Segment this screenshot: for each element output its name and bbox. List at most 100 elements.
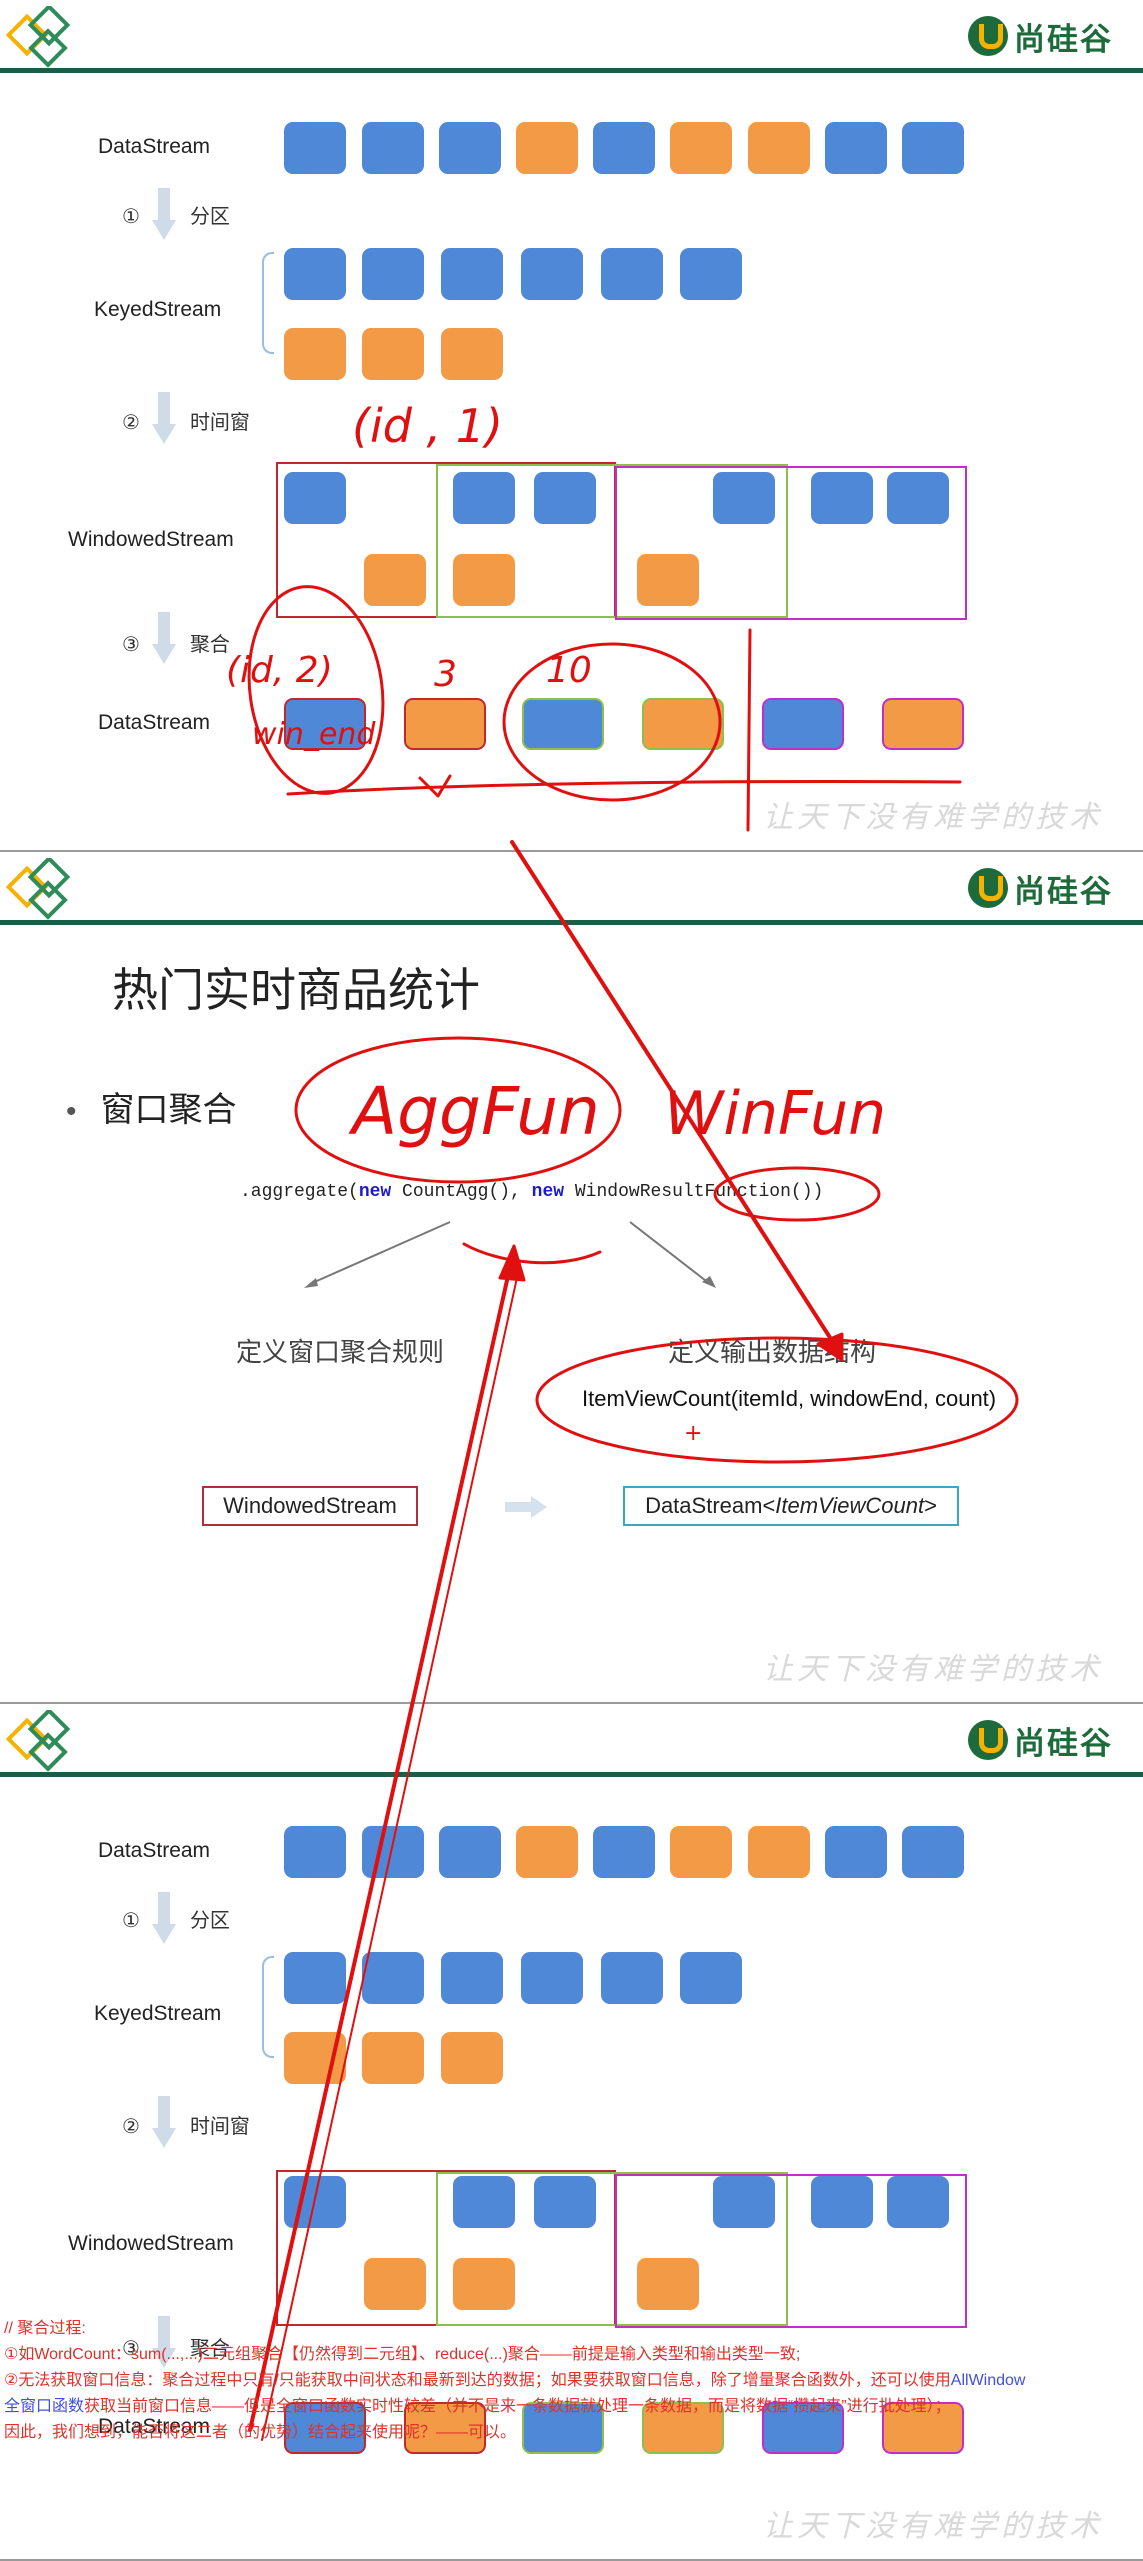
label-keyedstream: KeyedStream: [94, 2002, 222, 2025]
record-block: [887, 472, 949, 524]
record-block: [284, 328, 346, 380]
record-block: [284, 1826, 346, 1878]
record-block: [284, 472, 346, 524]
record-block: [680, 248, 742, 300]
header-divider: [0, 920, 1143, 925]
record-block: [713, 472, 775, 524]
windowedstream-box: WindowedStream: [202, 1486, 418, 1526]
record-block: [601, 1952, 663, 2004]
record-block: [284, 1952, 346, 2004]
result-block: [642, 698, 724, 750]
record-block: [362, 1952, 424, 2004]
record-block: [439, 1826, 501, 1878]
brand-badge-icon: [968, 1720, 1008, 1760]
record-block: [670, 1826, 732, 1878]
watermark: 让天下没有难学的技术: [763, 1652, 1103, 1687]
record-block: [441, 2032, 503, 2084]
label-datastream-result: DataStream: [98, 2415, 211, 2438]
slide-title: 热门实时商品统计: [112, 964, 480, 1016]
result-block: [522, 2402, 604, 2454]
watermark: 让天下没有难学的技术: [763, 2509, 1103, 2544]
record-block: [887, 2176, 949, 2228]
aggregate-code-line: .aggregate(new CountAgg(), new WindowRes…: [240, 1182, 824, 1202]
note-line-5: 因此，我们想到，能否将这二者（的优势）结合起来使用呢？——可以。: [4, 2424, 517, 2441]
record-block: [902, 122, 964, 174]
record-block: [825, 1826, 887, 1878]
brand-logo: 尚硅谷: [968, 14, 1113, 58]
result-block: [522, 698, 604, 750]
keyed-brace: [262, 252, 274, 354]
datastream-itemviewcount-box: DataStream<ItemViewCount>: [623, 1486, 959, 1526]
brand-name: 尚硅谷: [1014, 21, 1113, 58]
record-block: [362, 2032, 424, 2084]
record-block: [362, 248, 424, 300]
watermark: 让天下没有难学的技术: [763, 800, 1103, 835]
window-3: [615, 466, 967, 620]
note-line-4: 全窗口函数获取当前窗口信息——但是全窗口函数实时性较差（并不是来一条数据就处理一…: [4, 2398, 951, 2415]
record-block: [362, 1826, 424, 1878]
result-block: [762, 2402, 844, 2454]
label-datastream-top: DataStream: [98, 1839, 211, 1862]
record-block: [825, 122, 887, 174]
result-block: [762, 698, 844, 750]
logo-diamond-icon: [6, 858, 71, 920]
code-pointer-arrows: [304, 1221, 716, 1288]
note-line-2: ①如WordCount：sum(...,...)二元组聚合【仍然得到二元组】、r…: [4, 2346, 801, 2363]
record-block: [680, 1952, 742, 2004]
record-block: [362, 122, 424, 174]
record-block: [441, 1952, 503, 2004]
down-arrow-icon: [152, 1892, 176, 1946]
result-block: [882, 2402, 964, 2454]
brand-logo: 尚硅谷: [968, 1718, 1113, 1762]
brand-logo: 尚硅谷: [968, 866, 1113, 910]
itemviewcount-signature: ItemViewCount(itemId, windowEnd, count): [582, 1386, 997, 1411]
record-block: [713, 2176, 775, 2228]
record-block: [748, 122, 810, 174]
down-arrow-icon: [152, 612, 176, 666]
record-block: [811, 472, 873, 524]
keyed-brace: [262, 1956, 274, 2058]
aggregation-notes: // 聚合过程: ①如WordCount：sum(...,...)二元组聚合【仍…: [4, 2316, 1143, 2446]
down-arrow-icon: [152, 392, 176, 446]
record-block: [453, 472, 515, 524]
record-block: [601, 248, 663, 300]
header-divider: [0, 68, 1143, 73]
record-block: [453, 554, 515, 606]
record-block: [534, 472, 596, 524]
record-block: [811, 2176, 873, 2228]
brand-badge-icon: [968, 16, 1008, 56]
record-block: [534, 2176, 596, 2228]
result-block: [404, 698, 486, 750]
label-datastream-top: DataStream: [98, 135, 211, 158]
brand-name: 尚硅谷: [1014, 873, 1113, 910]
label-datastream-result: DataStream: [98, 711, 211, 734]
record-block: [516, 122, 578, 174]
desc-aggregate-rule: 定义窗口聚合规则: [236, 1337, 445, 1367]
record-block: [748, 1826, 810, 1878]
record-block: [637, 2258, 699, 2310]
record-block: [593, 1826, 655, 1878]
note-line-1: // 聚合过程:: [4, 2320, 86, 2337]
down-arrow-icon: [152, 2316, 176, 2370]
label-keyedstream: KeyedStream: [94, 298, 222, 321]
slide-header: 尚硅谷: [0, 1704, 1143, 1777]
record-block: [637, 554, 699, 606]
label-windowedstream: WindowedStream: [68, 528, 234, 551]
right-arrow-icon: [505, 1496, 549, 1518]
result-block: [284, 698, 366, 750]
record-block: [362, 328, 424, 380]
record-block: [521, 1952, 583, 2004]
logo-diamond-icon: [6, 1710, 71, 1772]
brand-name: 尚硅谷: [1014, 1725, 1113, 1762]
window-2: [436, 464, 788, 618]
record-block: [441, 328, 503, 380]
desc-output-structure: 定义输出数据结构: [668, 1337, 877, 1367]
down-arrow-icon: [152, 2096, 176, 2150]
bullet-window-aggregate: •窗口聚合: [66, 1091, 237, 1129]
